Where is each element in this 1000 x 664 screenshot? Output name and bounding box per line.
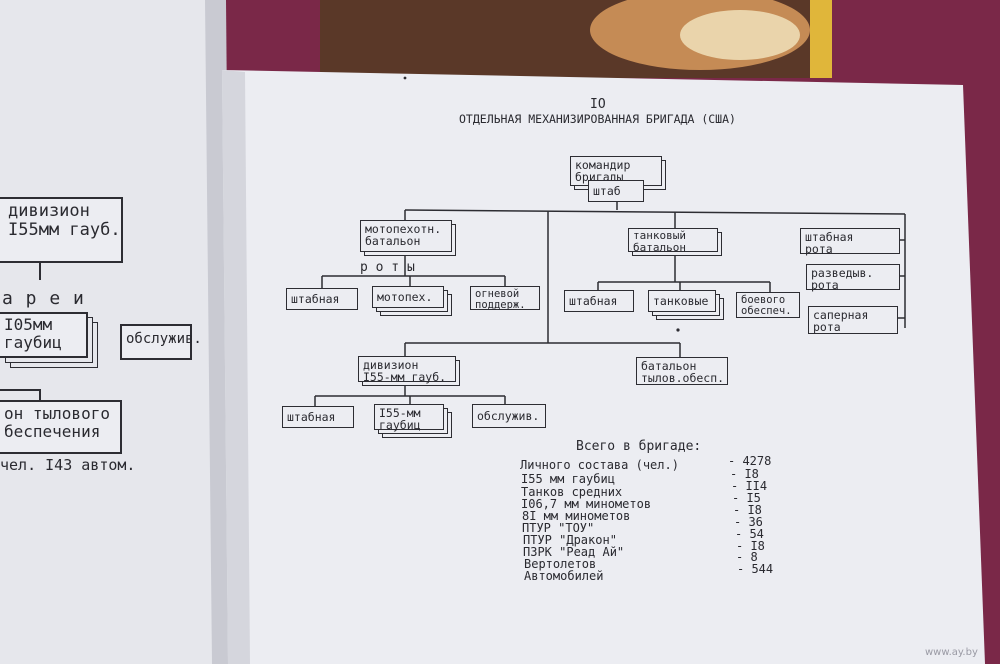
totals-value: - I8 bbox=[736, 539, 765, 553]
left-logistics-box: он тылового беспечения bbox=[0, 400, 122, 454]
totals-heading: Всего в бригаде: bbox=[576, 439, 702, 454]
tank-companies-box: танковые bbox=[648, 290, 716, 312]
logistics-battalion-box: батальон тылов.обесп. bbox=[636, 357, 728, 385]
totals-value: - I8 bbox=[733, 503, 762, 517]
totals-value: - I5 bbox=[732, 491, 761, 505]
artillery-howitzer-box: I55-мм гаубиц bbox=[374, 404, 444, 431]
totals-row: Вертолетов bbox=[524, 557, 597, 571]
tank-staff-box: штабная bbox=[564, 290, 634, 312]
page-number: IO bbox=[590, 97, 606, 112]
hq-box: штаб bbox=[588, 180, 644, 202]
inf-battalion-box: мотопехотн. батальон bbox=[360, 220, 452, 252]
right-page bbox=[222, 70, 985, 664]
left-howitzer-box: I05мм гаубиц bbox=[0, 312, 88, 358]
totals-value: - 8 bbox=[736, 550, 758, 564]
left-artillery-box: дивизион I55мм гауб. bbox=[0, 197, 123, 263]
artillery-staff-box: штабная bbox=[282, 406, 354, 428]
totals-row: ПЗРК "Реад Ай" bbox=[523, 545, 625, 559]
totals-row: Танков средних bbox=[521, 485, 623, 499]
totals-row: I06,7 мм минометов bbox=[521, 497, 652, 511]
tank-battalion-box: танковый батальон bbox=[628, 228, 718, 253]
sapper-company-box: саперная рота bbox=[808, 306, 898, 334]
totals-row: ПТУР "Дракон" bbox=[523, 533, 617, 547]
totals-row: Личного состава (чел.) bbox=[520, 458, 679, 472]
inf-motor-box: мотопех. bbox=[372, 286, 444, 308]
totals-row: ПТУР "ТОУ" bbox=[522, 521, 595, 535]
recon-company-box: разведыв. рота bbox=[806, 264, 900, 291]
totals-value: - 4278 bbox=[728, 454, 772, 468]
totals-row: 8I мм минометов bbox=[522, 509, 631, 523]
totals-row: I55 мм гаубиц bbox=[521, 472, 615, 486]
left-page bbox=[0, 0, 225, 664]
page-title: ОТДЕЛЬНАЯ МЕХАНИЗИРОВАННАЯ БРИГАДА (США) bbox=[459, 112, 736, 126]
tank-combat-support-box: боевого обеспеч. bbox=[736, 292, 800, 318]
staff-company-box: штабная рота bbox=[800, 228, 900, 255]
totals-value: - 544 bbox=[737, 562, 774, 576]
inf-fire-support-box: огневой поддерж. bbox=[470, 286, 540, 311]
totals-value: - I8 bbox=[730, 467, 759, 481]
left-letters: а р е и bbox=[2, 288, 85, 309]
totals-value: - 36 bbox=[734, 515, 763, 529]
artillery-service-box: обслужив. bbox=[472, 404, 546, 428]
left-service-box: обслужив. bbox=[120, 324, 202, 360]
totals-row: Автомобилей bbox=[524, 569, 604, 583]
watermark: www.ay.by bbox=[925, 647, 978, 658]
totals-value: - 54 bbox=[735, 527, 764, 541]
totals-value: - II4 bbox=[731, 479, 768, 493]
left-footer-text: чел. I43 автом. bbox=[0, 456, 136, 474]
artillery-battalion-box: дивизион I55-мм гауб. bbox=[358, 356, 456, 383]
companies-label: р о т ы bbox=[360, 260, 415, 275]
inf-staff-box: штабная bbox=[286, 288, 358, 310]
